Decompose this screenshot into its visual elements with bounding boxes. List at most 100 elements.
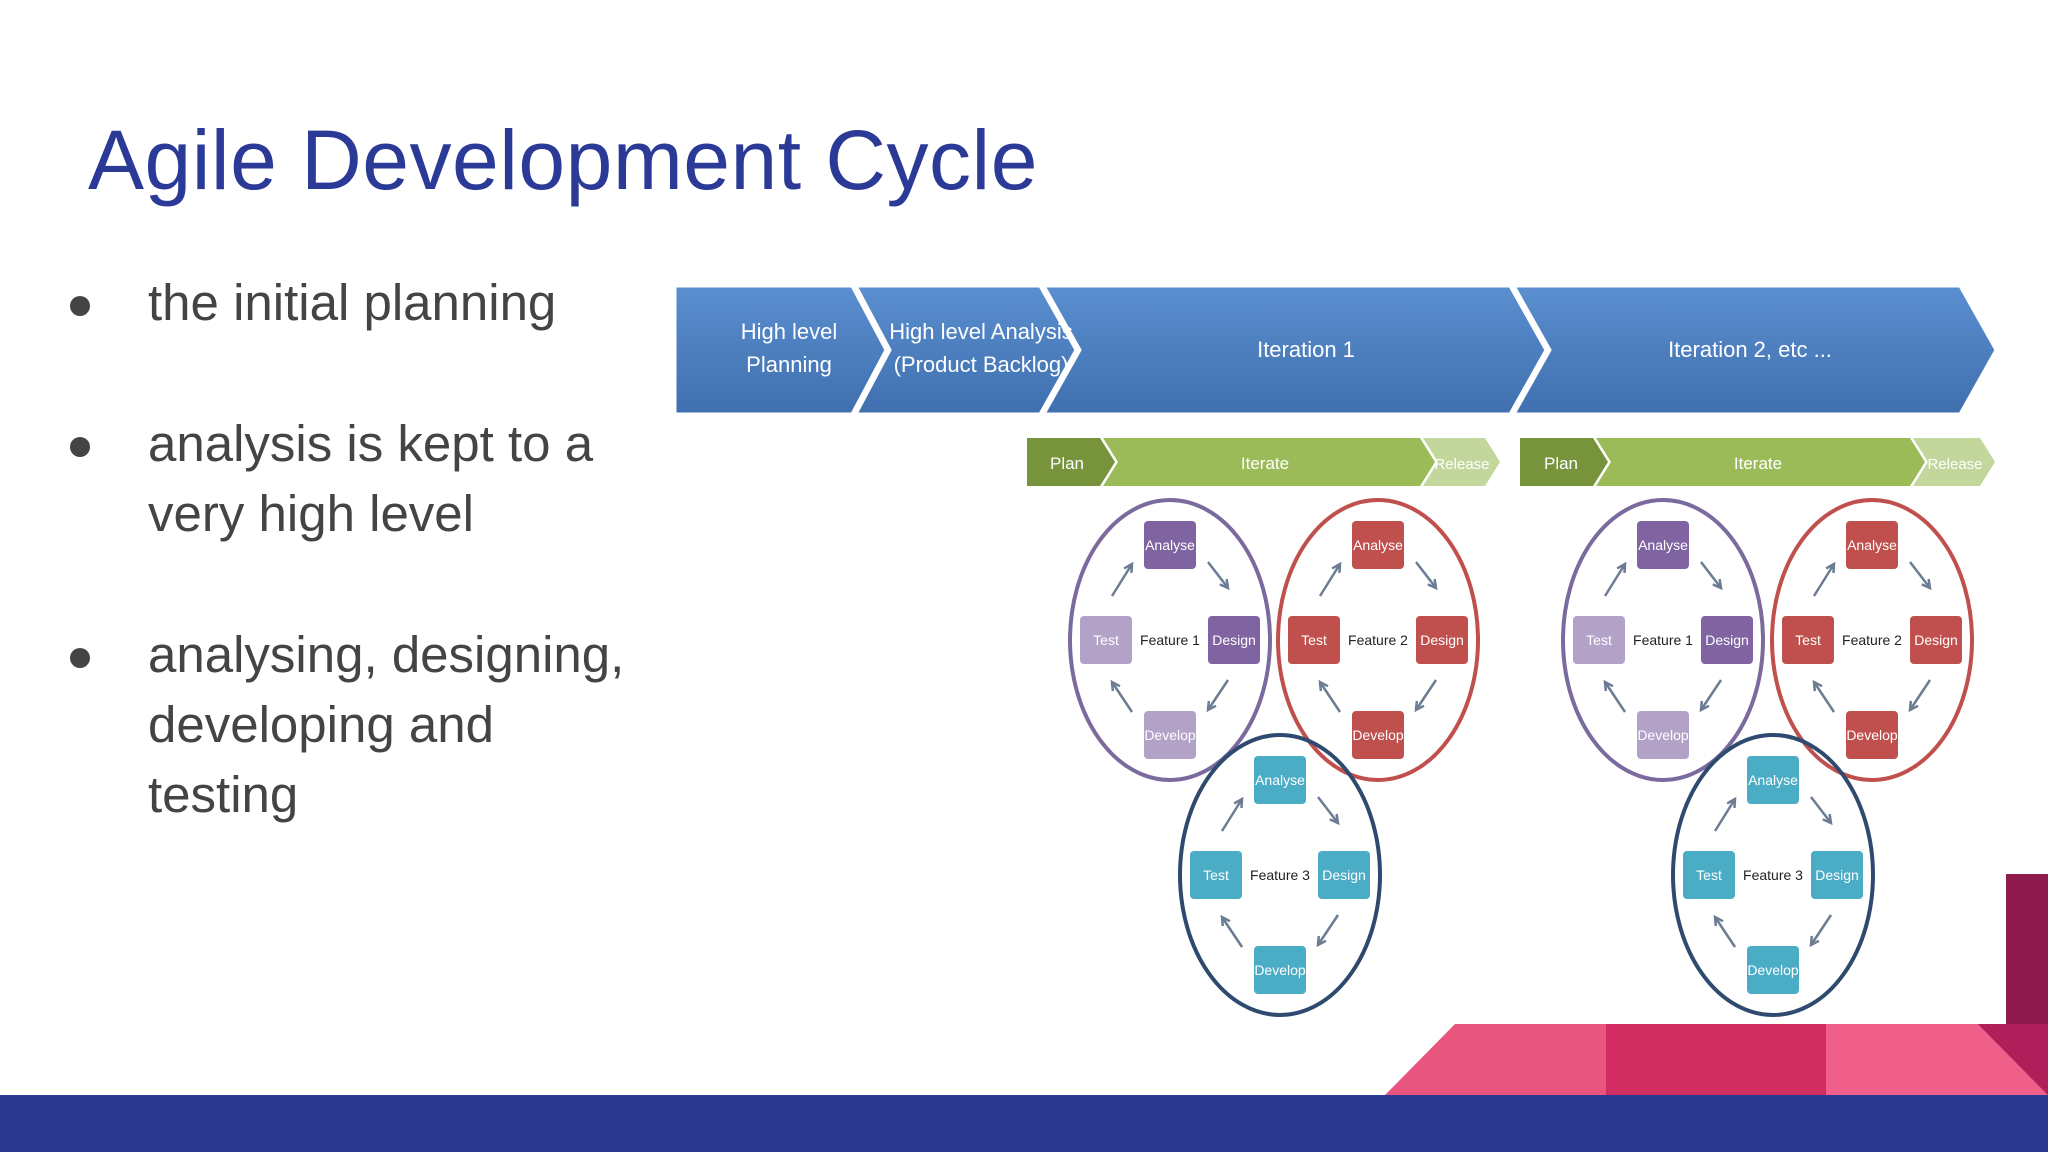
cycle-arrow-icon (1318, 681, 1342, 713)
step-box-analyse (1637, 521, 1689, 569)
cycle-arrowhead-icon (1908, 700, 1919, 713)
substep-iterate-2 (1596, 438, 1925, 486)
cycle-arrowhead-icon (1331, 561, 1342, 574)
cycle-arrowhead-icon (1812, 679, 1823, 692)
step-label-analyse: Analyse (1847, 537, 1897, 553)
feature-label: Feature 2 (1348, 632, 1408, 648)
step-label-develop: Develop (1254, 962, 1306, 978)
substep-iterate-1 (1103, 438, 1435, 486)
step-box-test (1288, 616, 1340, 664)
cycle-arrow-icon (1318, 563, 1342, 597)
step-label-design: Design (1914, 632, 1958, 648)
bullet-list: the initial planning analysis is kept to… (62, 268, 662, 830)
cycle-arrowhead-icon (1329, 813, 1340, 826)
phase-chevron-iteration-2 (1511, 284, 1998, 416)
cycle-arrowhead-icon (1809, 935, 1820, 948)
cycle-ring (1068, 498, 1272, 782)
step-box-analyse (1144, 521, 1196, 569)
step-box-design (1416, 616, 1468, 664)
step-label-analyse: Analyse (1748, 772, 1798, 788)
substep-plan-2 (1520, 438, 1608, 486)
step-label-develop: Develop (1747, 962, 1799, 978)
bottom-bar (0, 1095, 2048, 1152)
bullet-item-planning: the initial planning (62, 268, 662, 338)
cycle-arrow-icon (1812, 681, 1836, 713)
cycle-arrowhead-icon (1822, 813, 1833, 826)
cycle-arrowhead-icon (1110, 679, 1121, 692)
step-label-design: Design (1212, 632, 1256, 648)
bullet-item-analysis: analysis is kept to a very high level (62, 409, 662, 549)
step-label-design: Design (1420, 632, 1464, 648)
cycle-arrow-icon (1110, 681, 1134, 713)
cycle-arrowhead-icon (1318, 679, 1329, 692)
bullet-text-line: the initial planning (148, 274, 557, 331)
cycle-arrow-icon (1810, 796, 1832, 824)
step-box-analyse (1352, 521, 1404, 569)
cycle-arrow-icon (1317, 796, 1339, 824)
cycle-arrow-icon (1207, 561, 1229, 589)
substep-plan-label-2: Plan (1544, 454, 1578, 473)
step-label-analyse: Analyse (1638, 537, 1688, 553)
deco-magenta-block (1606, 1024, 1830, 1095)
step-label-analyse: Analyse (1353, 537, 1403, 553)
cycle-arrow-icon (1700, 561, 1722, 589)
phase-label-analysis-line1: High level Analysis (889, 319, 1072, 344)
step-box-develop (1846, 711, 1898, 759)
cycle-arrow-icon (1220, 916, 1244, 948)
substep-iterate-label-2: Iterate (1734, 454, 1782, 473)
cycle-arrow-icon (1713, 916, 1737, 948)
step-label-analyse: Analyse (1145, 537, 1195, 553)
cycle-arrow-icon (1812, 563, 1836, 597)
step-label-develop: Develop (1144, 727, 1196, 743)
step-box-design (1318, 851, 1370, 899)
cycle-arrow-icon (1699, 679, 1723, 711)
cycle-arrowhead-icon (1233, 796, 1244, 809)
cycle-arrowhead-icon (1712, 578, 1723, 591)
bullet-text-line: analysing, designing, (148, 626, 625, 683)
cycle-arrow-icon (1713, 798, 1737, 832)
feature-label: Feature 2 (1842, 632, 1902, 648)
cycle-arrowhead-icon (1825, 561, 1836, 574)
cycle-arrow-icon (1603, 563, 1627, 597)
step-label-develop: Develop (1352, 727, 1404, 743)
cycle-arrow-icon (1110, 563, 1134, 597)
cycle-arrowhead-icon (1123, 561, 1134, 574)
cycle-ring (1178, 733, 1382, 1017)
substep-iterate-label-1: Iterate (1241, 454, 1289, 473)
cycle-arrowhead-icon (1699, 700, 1710, 713)
phase-label-planning-line1: High level (741, 319, 838, 344)
step-box-test (1782, 616, 1834, 664)
cycle-arrowhead-icon (1414, 700, 1425, 713)
step-box-test (1080, 616, 1132, 664)
step-box-test (1190, 851, 1242, 899)
step-box-test (1573, 616, 1625, 664)
step-label-design: Design (1322, 867, 1366, 883)
cycle-arrow-icon (1603, 681, 1627, 713)
step-label-test: Test (1203, 867, 1229, 883)
feature-label: Feature 1 (1140, 632, 1200, 648)
step-box-develop (1144, 711, 1196, 759)
bullet-item-activities: analysing, designing, developing and tes… (62, 620, 662, 830)
cycle-arrowhead-icon (1616, 561, 1627, 574)
cycle-arrow-icon (1809, 914, 1833, 946)
cycle-arrowhead-icon (1921, 578, 1932, 591)
cycle-arrow-icon (1908, 679, 1932, 711)
slide-title: Agile Development Cycle (88, 113, 1038, 207)
step-box-design (1910, 616, 1962, 664)
cycle-arrowhead-icon (1220, 914, 1231, 927)
phase-chevron-iteration-1 (1041, 284, 1548, 416)
cycle-arrowhead-icon (1427, 578, 1438, 591)
cycle-arrowhead-icon (1603, 679, 1614, 692)
step-box-analyse (1254, 756, 1306, 804)
feature-label: Feature 3 (1250, 867, 1310, 883)
step-box-develop (1254, 946, 1306, 994)
step-label-test: Test (1093, 632, 1119, 648)
substep-plan-1 (1027, 438, 1115, 486)
step-box-develop (1352, 711, 1404, 759)
